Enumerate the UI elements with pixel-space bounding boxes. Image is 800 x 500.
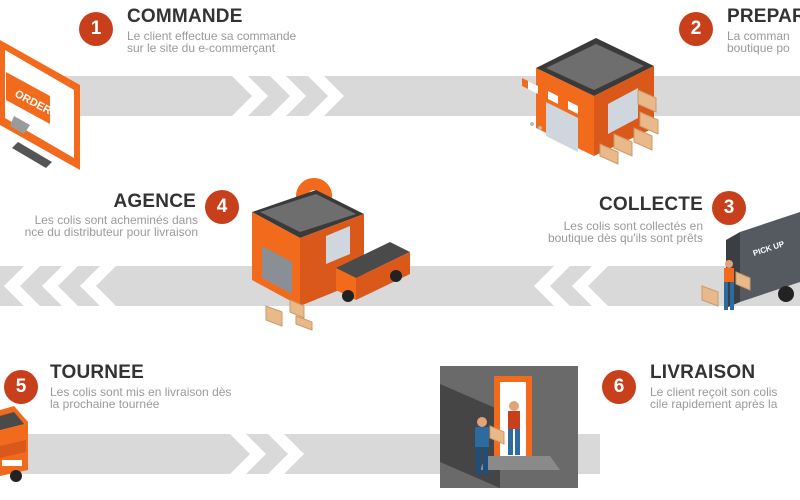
step-1-description: Le client effectue sa commande sur le si… — [127, 30, 296, 54]
step-4-number: 4 — [205, 190, 239, 224]
track-row-1 — [0, 76, 800, 116]
track-row-2 — [0, 266, 800, 306]
step-6-title: LIVRAISON — [650, 362, 756, 383]
step-2-desc-line-2: boutique po — [727, 41, 790, 55]
shop-icon — [522, 38, 659, 165]
step-1-number: 1 — [79, 12, 113, 46]
track-row-1-chevrons — [232, 76, 344, 116]
step-2-number: 2 — [679, 12, 713, 46]
pickup-truck-icon: PICK UP — [701, 212, 800, 310]
delivery-van-icon — [0, 406, 28, 482]
step-4-desc-line-2: nce du distributeur pour livraison — [24, 225, 198, 239]
track-row-2-chevrons — [4, 266, 608, 306]
step-5-description: Les colis sont mis en livraison dès la p… — [50, 386, 231, 410]
track-row-3-chevrons — [230, 434, 304, 474]
step-2-desc-line-1: La comman — [727, 29, 790, 43]
step-6-number: 6 — [602, 370, 636, 404]
step-3-desc-line-1: Les colis sont collectés en — [563, 219, 703, 233]
computer-order-icon: ORDER — [0, 40, 80, 170]
step-1-desc-line-1: Le client effectue sa commande — [127, 29, 297, 43]
step-6-description: Le client reçoit son colis cile rapideme… — [650, 386, 777, 410]
step-5-number: 5 — [4, 370, 38, 404]
step-5-title: TOURNEE — [50, 362, 144, 383]
step-6-desc-line-2: cile rapidement après la — [650, 397, 778, 411]
step-6-desc-line-1: Le client reçoit son colis — [650, 385, 778, 399]
step-2-title: PREPAR — [727, 6, 800, 27]
step-1-title: COMMANDE — [127, 6, 243, 27]
step-4-description: Les colis sont acheminés dans nce du dis… — [25, 214, 198, 238]
step-4-desc-line-1: Les colis sont acheminés dans — [34, 213, 198, 227]
home-delivery-icon — [440, 366, 578, 488]
step-3-title: COLLECTE — [599, 194, 703, 215]
step-1-desc-line-2: sur le site du e-commerçant — [127, 41, 276, 55]
step-4-title: AGENCE — [113, 191, 196, 212]
step-5-desc-line-1: Les colis sont mis en livraison dès — [50, 385, 232, 399]
step-5-desc-line-2: la prochaine tournée — [50, 397, 160, 411]
agency-building-icon — [252, 178, 410, 331]
step-3-desc-line-2: boutique dès qu'ils sont prêts — [547, 231, 703, 245]
step-3-description: Les colis sont collectés en boutique dès… — [548, 220, 703, 244]
step-3-number: 3 — [712, 191, 746, 225]
step-2-description: La comman boutique po — [727, 30, 790, 54]
